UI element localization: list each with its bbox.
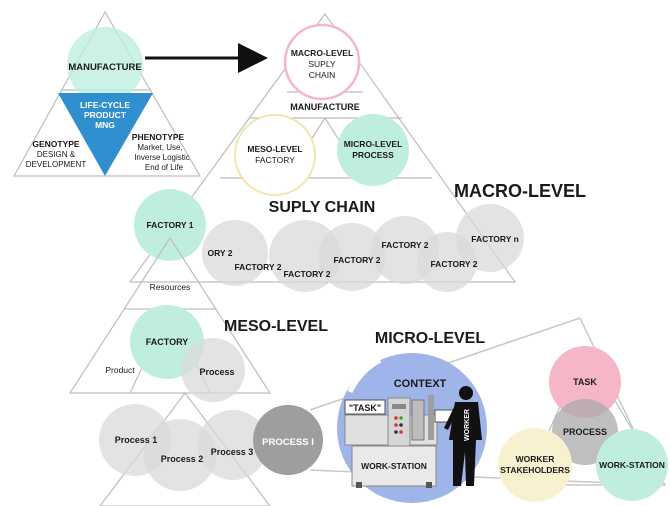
macro-top-line-3: CHAIN [309,70,335,80]
process-i-circle [253,405,323,475]
genotype-line-2: DESIGN & [37,150,76,159]
factory-ory2-label: ORY 2 [207,248,232,258]
macro-pyramid: MACRO-LEVEL SUPLY CHAIN MANUFACTURE MESO… [128,12,586,283]
right-pyramid: TASK PROCESS WORKER STAKEHOLDERS WORK-ST… [498,346,668,502]
factory-2e-label: FACTORY 2 [430,259,477,269]
right-process-label: PROCESS [563,427,607,437]
macro-top-line-2: SUPLY [308,59,336,69]
context-label: CONTEXT [394,378,447,390]
work-station-block [351,445,437,487]
phenotype-title: PHENOTYPE [132,132,185,142]
meso-factory-line-2: FACTORY [255,155,295,165]
process-i-label: PROCESS I [262,437,314,448]
phenotype-line-4: End of Life [145,163,184,172]
factory-2a-label: FACTORY 2 [234,262,281,272]
phenotype-line-3: Inverse Logistic [134,153,190,162]
lifecycle-line-3: MNG [95,120,115,130]
meso-factory-label: FACTORY [146,337,189,347]
worker-stakeholders-line-1: WORKER [516,454,555,464]
task-circle [549,346,621,418]
macro-supply-chain-circle [283,23,361,101]
work-station-label: WORK-STATION [361,461,427,471]
micro-section: MICRO-LEVEL CONTEXT "TASK" WORK-STATION … [337,330,487,503]
lifecycle-triangle [58,93,153,176]
macro-manufacture-label: MANUFACTURE [290,102,360,112]
process-row: Process 1 Process 2 Process 3 PROCESS I [99,392,323,506]
top-left-pyramid: MANUFACTURE LIFE-CYCLE PRODUCT MNG GENOT… [12,10,202,177]
task-label: TASK [573,377,597,387]
product-label: Product [105,365,135,375]
micro-process-line-1: MICRO-LEVEL [344,139,403,149]
genotype-line-3: DEVELOPMENT [26,160,87,169]
resources-label: Resources [150,282,191,292]
process-1-label: Process 1 [115,435,158,445]
factory-2c-label: FACTORY 2 [333,255,380,265]
meso-level-label: MESO-LEVEL [224,318,328,335]
factory-row: FACTORY 1 ORY 2 FACTORY 2 FACTORY 2 FACT… [134,189,524,292]
worker-stakeholders-line-2: STAKEHOLDERS [500,465,570,475]
process-2-label: Process 2 [161,454,204,464]
meso-factory-circle [234,114,316,196]
factory-2d-label: FACTORY 2 [381,240,428,250]
micro-level-label: MICRO-LEVEL [375,330,485,347]
factory-1-label: FACTORY 1 [146,220,193,230]
task-quote-label: "TASK" [349,403,381,413]
worker-silhouette [444,386,482,486]
supply-chain-label: SUPLY CHAIN [269,199,376,216]
factory-2b-label: FACTORY 2 [283,269,330,279]
manufacture-circle [67,27,143,103]
lifecycle-line-1: LIFE-CYCLE [80,100,130,110]
worker-label: WORKER [464,409,471,441]
task-box [344,399,386,415]
macro-top-line-1: MACRO-LEVEL [291,48,353,58]
micro-process-line-2: PROCESS [352,150,394,160]
worker-stakeholders-circle [498,428,572,502]
meso-factory-line-1: MESO-LEVEL [247,144,302,154]
lifecycle-line-2: PRODUCT [84,110,127,120]
micro-process-circle [337,114,409,186]
phenotype-line-2: Market, Use, [137,143,182,152]
macro-level-label: MACRO-LEVEL [454,181,586,201]
right-work-station-label: WORK-STATION [599,460,665,470]
factory-n-label: FACTORY n [471,234,519,244]
factory-1-circle [134,189,206,261]
process-3-label: Process 3 [211,447,254,457]
meso-process-label: Process [199,367,234,377]
meso-pyramid: Resources FACTORY Product Process MESO-L… [68,236,328,402]
manufacture-label: MANUFACTURE [68,62,141,73]
right-work-station-circle [596,429,668,501]
context-arrow [347,357,382,394]
genotype-title: GENOTYPE [32,139,80,149]
